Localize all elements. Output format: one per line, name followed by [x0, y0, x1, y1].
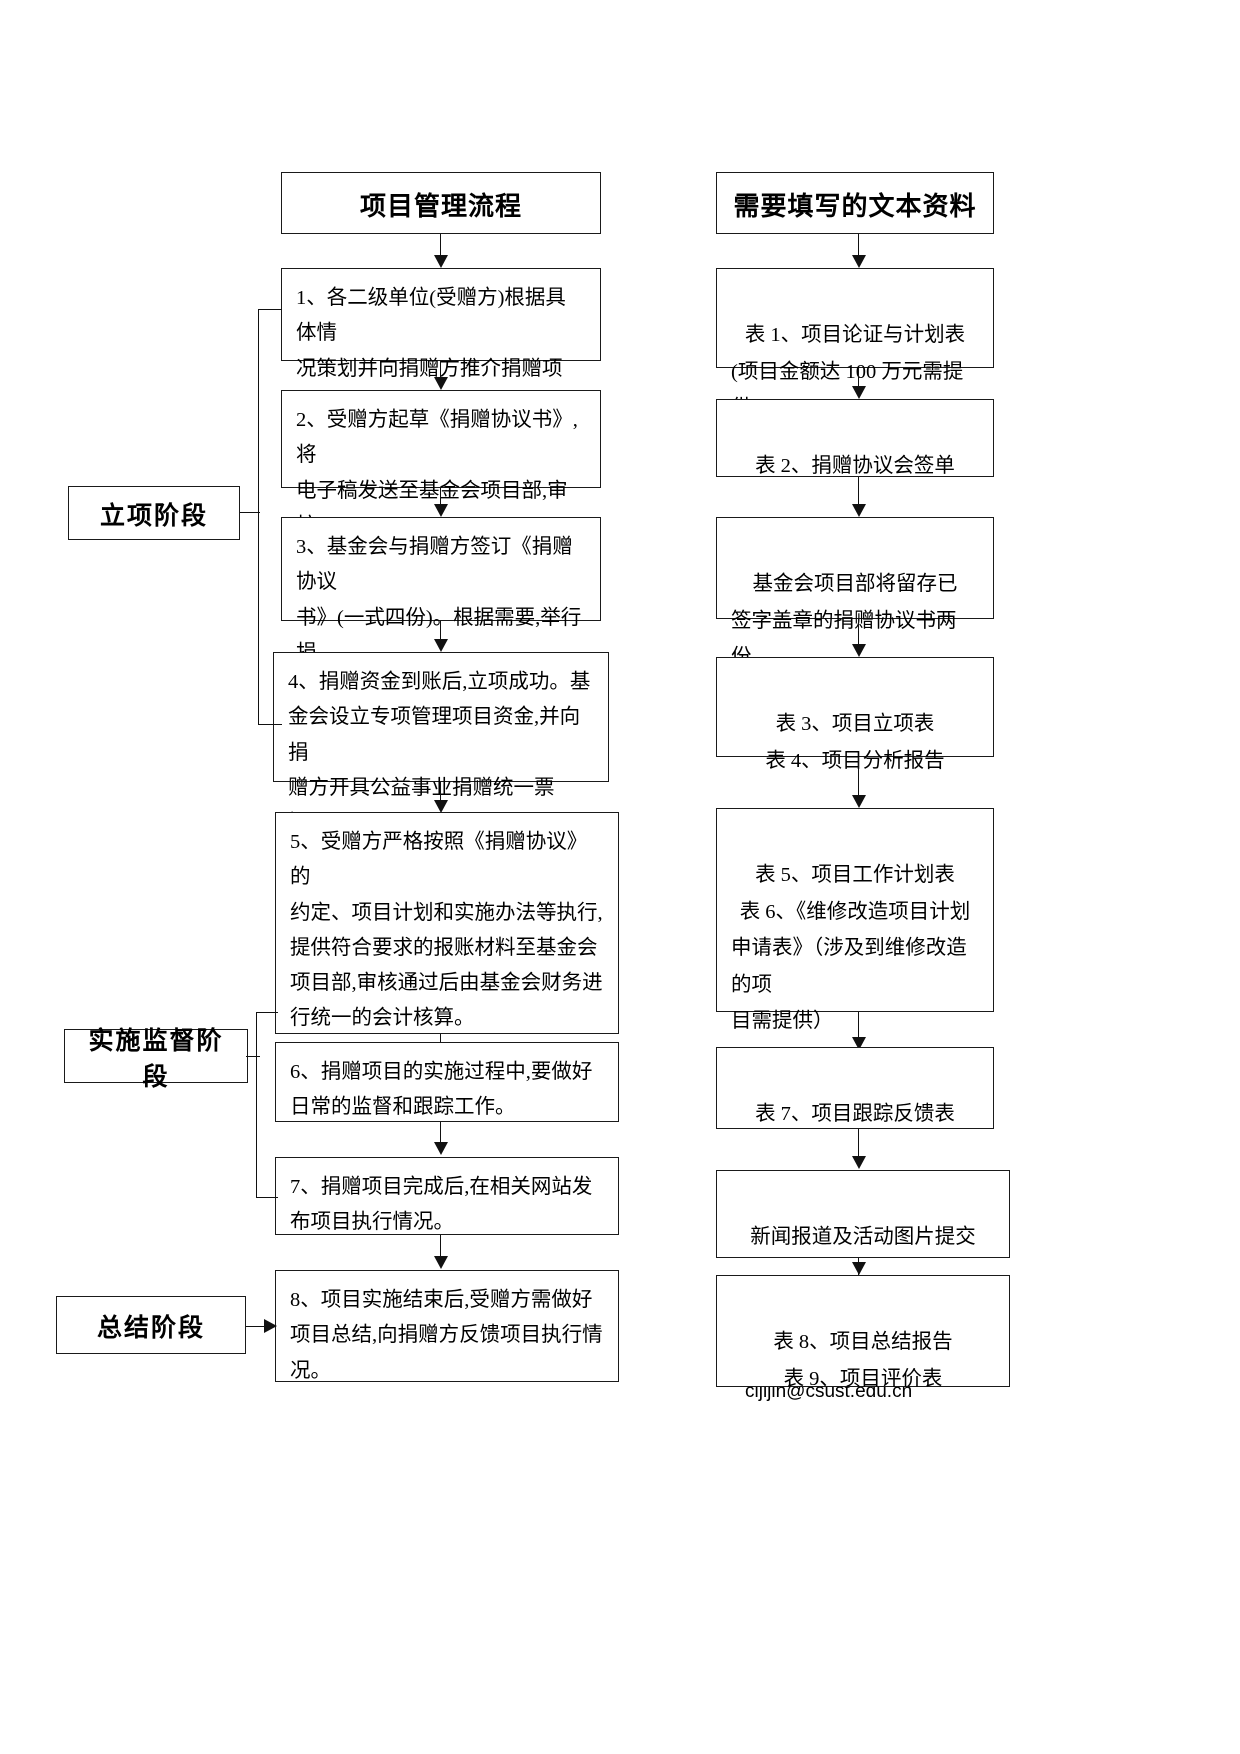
- connector-doc6-to-doc7: [858, 1129, 859, 1161]
- arrow-step3-to-step4: [434, 639, 448, 652]
- process-step-4-text: 4、捐赠资金到账后,立项成功。基 金会设立专项管理项目资金,并向捐 赠方开具公益…: [288, 671, 591, 834]
- connector-step4-to-step5: [440, 782, 441, 804]
- connector-doc4-to-doc5: [858, 757, 859, 799]
- document-item-5: 表 5、项目工作计划表 表 6、《维修改造项目计划申请表》（涉及到维修改造的项 …: [716, 808, 994, 1032]
- arrow-step6-to-step7: [434, 1142, 448, 1155]
- stage-summary-label: 总结阶段: [96, 1314, 205, 1342]
- document-item-3: 基金会项目部将留存已签字盖章的捐赠协议书两份, 捐赠方一份,受赠方一份。: [716, 517, 994, 705]
- connector-step2-to-step3: [440, 488, 441, 508]
- document-item-2-lead: 表 2、捐赠协议会签单: [755, 455, 955, 478]
- arrow-doc7-to-doc8: [852, 1262, 866, 1275]
- document-item-6: 表 7、项目跟踪反馈表: [716, 1047, 994, 1129]
- document-item-7: 新闻报道及活动图片提交 至： cljijin@csust.edu.cn: [716, 1170, 1010, 1402]
- document-item-6-text: 表 7、项目跟踪反馈表: [731, 1060, 979, 1169]
- stage-item-supervision: 实施监督阶段: [64, 1027, 248, 1091]
- process-step-7: 7、捐赠项目完成后,在相关网站发 布项目执行情况。: [275, 1157, 619, 1235]
- document-item-2-text: 表 2、捐赠协议会签单: [731, 412, 979, 521]
- connector-doc2-to-doc3: [858, 477, 859, 509]
- process-step-8-text: 8、项目实施结束后,受赠方需做好 项目总结,向捐赠方反馈项目执行情 况。: [290, 1289, 603, 1382]
- document-item-4-lead: 表 3、项目立项表 表 4、项目分析报告: [765, 713, 945, 772]
- arrow-docheader-to-doc1: [852, 255, 866, 268]
- bracket-initiation: [258, 309, 282, 725]
- document-item-8-lead: 表 8、项目总结报告 表 9、项目评价表: [773, 1331, 953, 1390]
- stage-item-initiation: 立项阶段: [68, 486, 240, 540]
- document-item-2: 表 2、捐赠协议会签单: [716, 399, 994, 477]
- arrow-doc1-to-doc2: [852, 386, 866, 399]
- document-item-5-rest: 申请表》（涉及到维修改造的项 目需提供）: [731, 937, 967, 1033]
- process-step-2: 2、受赠方起草《捐赠协议书》,将 电子稿发送至基金会项目部,审核 通过后,方可签…: [281, 390, 601, 572]
- arrow-header-to-step1: [434, 255, 448, 268]
- process-step-6: 6、捐赠项目的实施过程中,要做好 日常的监督和跟踪工作。: [275, 1042, 619, 1122]
- stage-supervision-label: 实施监督阶段: [88, 1027, 224, 1091]
- document-item-7-lead: 新闻报道及活动图片提交: [750, 1226, 976, 1249]
- stage-supervision-connector: [246, 1056, 260, 1057]
- process-step-6-text: 6、捐赠项目的实施过程中,要做好 日常的监督和跟踪工作。: [290, 1061, 593, 1119]
- document-item-4-text: 表 3、项目立项表 表 4、项目分析报告: [731, 670, 979, 816]
- documents-column-header: 需要填写的文本资料: [716, 172, 994, 234]
- stage-initiation-connector: [240, 512, 260, 513]
- process-step-5-text: 5、受赠方严格按照《捐赠协议》的 约定、项目计划和实施办法等执行, 提供符合要求…: [290, 831, 603, 1030]
- document-item-4: 表 3、项目立项表 表 4、项目分析报告: [716, 657, 994, 772]
- connector-doc3-to-doc4: [858, 619, 859, 649]
- process-step-1: 1、各二级单位(受赠方)根据具体情 况策划并向捐赠方推介捐赠项目。: [281, 268, 601, 415]
- process-step-8: 8、项目实施结束后,受赠方需做好 项目总结,向捐赠方反馈项目执行情 况。: [275, 1270, 619, 1382]
- connector-docheader-to-doc1: [858, 234, 859, 260]
- arrow-doc2-to-doc3: [852, 504, 866, 517]
- process-header-label: 项目管理流程: [359, 190, 522, 221]
- document-item-5-text: 表 5、项目工作计划表 表 6、《维修改造项目计划申请表》（涉及到维修改造的项 …: [731, 821, 979, 1040]
- arrow-stage-summary-to-step8: [264, 1319, 277, 1333]
- process-step-5: 5、受赠方严格按照《捐赠协议》的 约定、项目计划和实施办法等执行, 提供符合要求…: [275, 812, 619, 1034]
- process-column-header: 项目管理流程: [281, 172, 601, 234]
- arrow-doc3-to-doc4: [852, 644, 866, 657]
- document-item-8-text: 表 8、项目总结报告 表 9、项目评价表: [731, 1288, 995, 1434]
- stage-initiation-label: 立项阶段: [99, 502, 208, 530]
- document-item-3-lead: 基金会项目部将留存已: [752, 573, 958, 596]
- arrow-step1-to-step2: [434, 377, 448, 390]
- document-item-5-lead: 表 5、项目工作计划表 表 6、《维修改造项目计划: [739, 864, 971, 923]
- arrow-step4-to-step5: [434, 800, 448, 813]
- connector-doc5-to-doc6: [858, 1012, 859, 1042]
- connector-step1-to-step2: [440, 361, 441, 381]
- stage-summary-connector: [246, 1326, 270, 1327]
- arrow-step2-to-step3: [434, 504, 448, 517]
- process-step-7-text: 7、捐赠项目完成后,在相关网站发 布项目执行情况。: [290, 1176, 593, 1234]
- connector-step3-to-step4: [440, 621, 441, 643]
- connector-step6-to-step7: [440, 1122, 441, 1146]
- documents-header-label: 需要填写的文本资料: [733, 190, 977, 221]
- document-item-1: 表 1、项目论证与计划表(项目金额达 100 万元需提供 此表）: [716, 268, 994, 456]
- connector-doc1-to-doc2: [858, 368, 859, 390]
- connector-header-to-step1: [440, 234, 441, 260]
- stage-item-summary: 总结阶段: [56, 1296, 246, 1354]
- document-item-1-lead: 表 1、项目论证与计划表: [744, 324, 966, 347]
- arrow-step7-to-step8: [434, 1256, 448, 1269]
- arrow-doc5-to-doc6: [852, 1037, 866, 1050]
- connector-step7-to-step8: [440, 1235, 441, 1261]
- process-step-4: 4、捐赠资金到账后,立项成功。基 金会设立专项管理项目资金,并向捐 赠方开具公益…: [273, 652, 609, 834]
- bracket-supervision: [256, 1012, 278, 1198]
- document-item-6-lead: 表 7、项目跟踪反馈表: [755, 1103, 955, 1126]
- arrow-doc6-to-doc7: [852, 1156, 866, 1169]
- process-step-3: 3、基金会与捐赠方签订《捐赠协议 书》(一式四份)。根据需要,举行捐 赠仪式,颁…: [281, 517, 601, 699]
- document-item-8: 表 8、项目总结报告 表 9、项目评价表: [716, 1275, 1010, 1390]
- arrow-doc4-to-doc5: [852, 795, 866, 808]
